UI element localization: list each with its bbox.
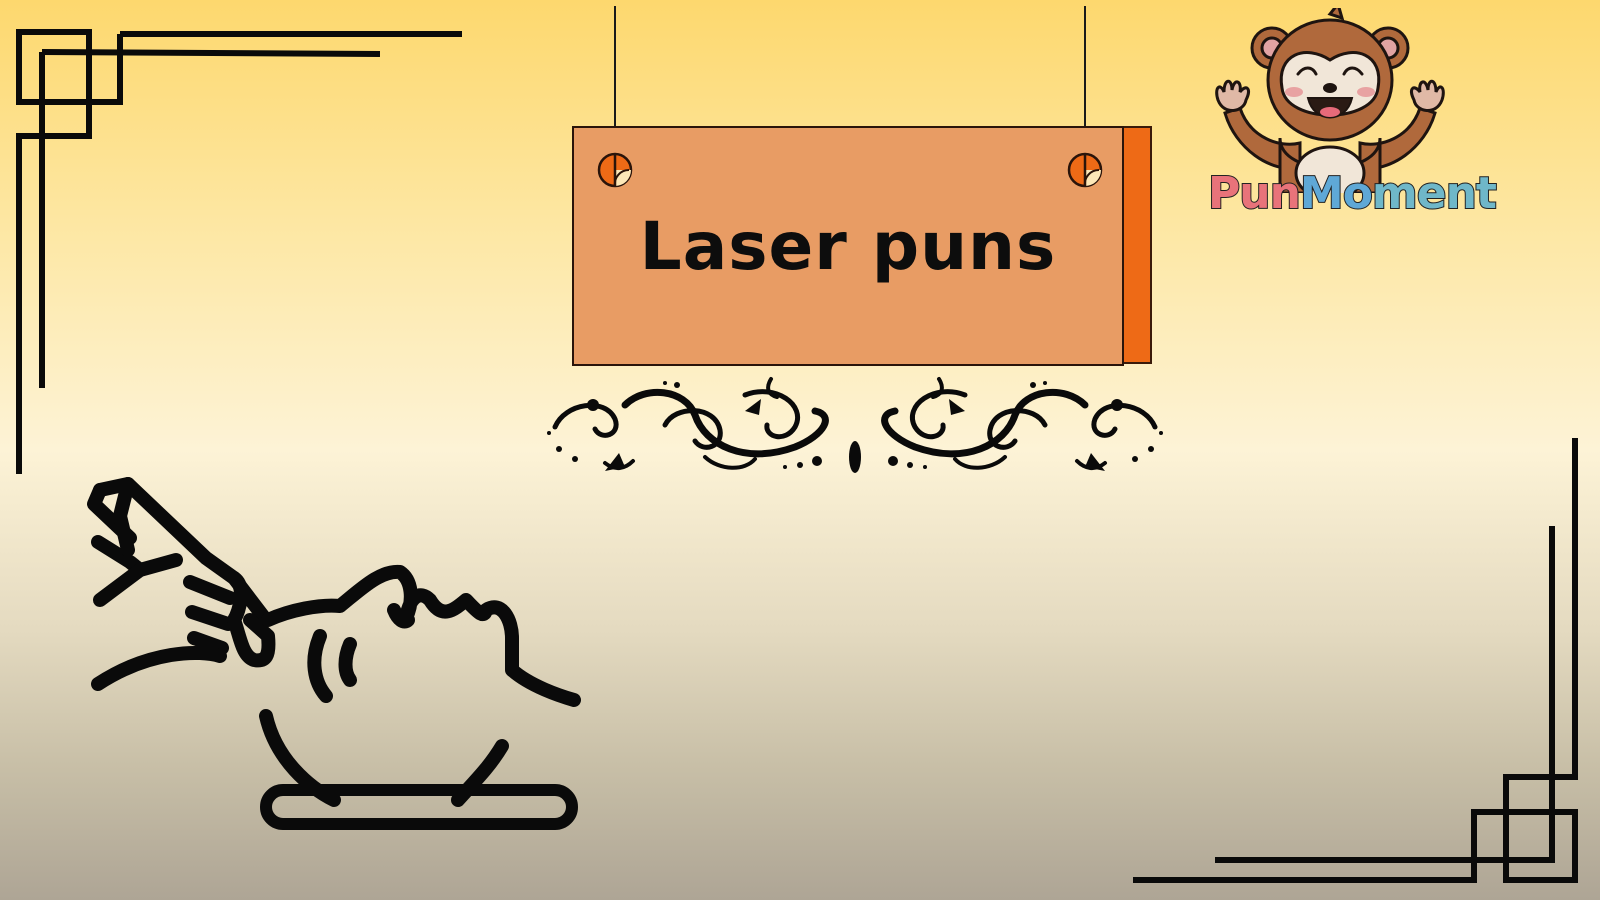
sign-ring-right-icon (1067, 152, 1103, 188)
monkey-mascot-icon (1215, 8, 1445, 193)
laser-facial-treatment-icon (87, 477, 581, 830)
brand-part-mo: Mo (1299, 167, 1374, 220)
brand-logo: PunMoment (1207, 167, 1498, 220)
sign-ring-left-icon (597, 152, 633, 188)
page-title: Laser puns (639, 207, 1057, 285)
corner-frame-bottom-right-icon (1133, 438, 1578, 883)
sign-board: Laser puns (572, 126, 1124, 366)
hanging-sign: Laser puns (572, 0, 1162, 390)
floral-flourish-divider-icon (547, 377, 1163, 473)
brand-part-pun: Pun (1207, 167, 1302, 220)
corner-frame-top-left-icon (16, 29, 462, 474)
brand-part-ment: ment (1371, 167, 1498, 220)
